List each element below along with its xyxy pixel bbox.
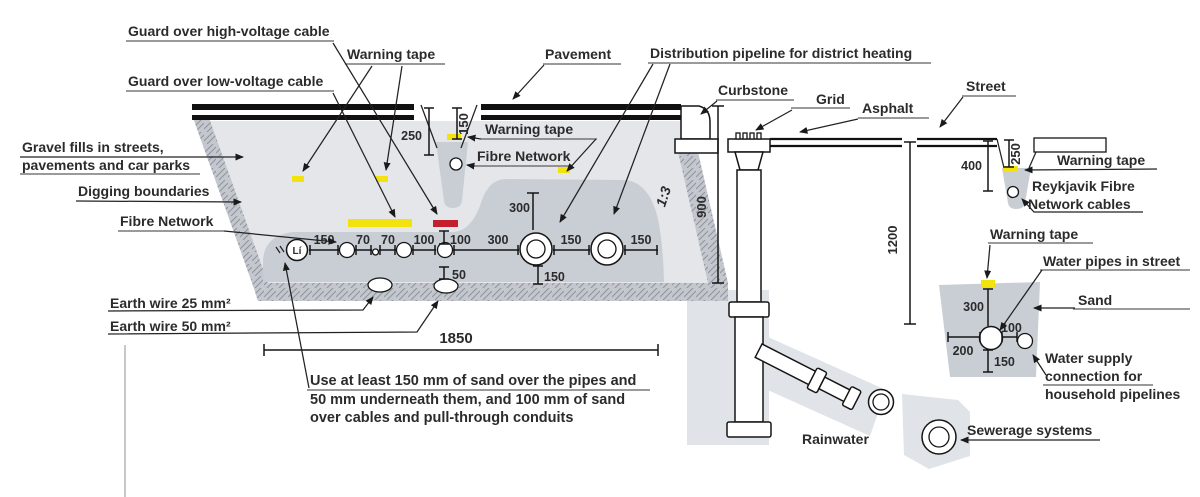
sand-bed bbox=[263, 179, 664, 282]
label-asphalt: Asphalt bbox=[862, 100, 914, 116]
slope-ratio: 1:3 bbox=[653, 184, 675, 208]
label-distribution-pipeline: Distribution pipeline for district heati… bbox=[650, 45, 912, 61]
digging-boundary-bottom bbox=[252, 283, 728, 301]
dim-300-above: 300 bbox=[509, 201, 530, 215]
label-sand-note-3: over cables and pull-through conduits bbox=[310, 410, 573, 426]
label-warning-tape-mid: Warning tape bbox=[485, 121, 573, 137]
dim-150-below: 150 bbox=[544, 270, 565, 284]
label-warning-tape-water: Warning tape bbox=[990, 226, 1078, 242]
cable-guards-and-tapes bbox=[292, 167, 570, 227]
dim-150-right: 150 bbox=[631, 233, 652, 247]
warning-tape-strip bbox=[558, 167, 570, 173]
warning-tape-strip bbox=[447, 134, 461, 140]
label-grid: Grid bbox=[816, 91, 845, 107]
label-water-pipes-street: Water pipes in street bbox=[1043, 253, 1181, 269]
warning-tape-strip bbox=[1004, 166, 1018, 172]
asphalt-surface bbox=[770, 137, 997, 148]
dim-150-rotated: 150 bbox=[456, 113, 471, 135]
water-pipe bbox=[978, 325, 1004, 351]
label-water-supply-2: connection for bbox=[1045, 368, 1143, 384]
warning-tape-strip bbox=[376, 176, 388, 182]
label-sewerage-systems: Sewerage systems bbox=[967, 422, 1093, 438]
label-reykjavik-fibre-2: Network cables bbox=[1028, 196, 1131, 212]
high-voltage-guard bbox=[433, 220, 458, 227]
dim-300-left: 300 bbox=[488, 233, 509, 247]
sewer-pipe-inner bbox=[928, 426, 950, 448]
fibre-duct-li bbox=[285, 238, 309, 262]
dim-150-gap: 150 bbox=[561, 233, 582, 247]
rainwater-pipe-end-inner bbox=[872, 393, 890, 411]
curbstone bbox=[674, 105, 719, 154]
warning-tape-strip bbox=[981, 280, 995, 287]
label-earth-wire-50: Earth wire 50 mm² bbox=[110, 318, 231, 334]
cable bbox=[395, 241, 413, 259]
dim-250-pavement: 250 bbox=[401, 129, 422, 143]
label-street: Street bbox=[966, 78, 1006, 94]
label-sand: Sand bbox=[1078, 292, 1112, 308]
cable-small bbox=[371, 248, 380, 256]
label-reykjavik-fibre-1: Reykjavik Fibre bbox=[1032, 178, 1135, 194]
household-connection-pipe bbox=[1016, 332, 1034, 350]
label-water-supply-3: household pipelines bbox=[1045, 386, 1181, 402]
fibre-cable bbox=[1006, 185, 1020, 199]
fibre-conduit bbox=[449, 157, 463, 171]
label-warning-tape-top: Warning tape bbox=[347, 46, 435, 62]
dim-250-street: 250 bbox=[1008, 143, 1023, 165]
label-curbstone: Curbstone bbox=[718, 82, 788, 98]
dim-400: 400 bbox=[961, 159, 982, 173]
page-edge-line bbox=[124, 345, 126, 497]
low-voltage-guard bbox=[348, 219, 412, 227]
cable bbox=[338, 241, 356, 259]
label-sand-note-2: 50 mm underneath them, and 100 mm of san… bbox=[310, 392, 625, 408]
cable-row: Lí bbox=[275, 238, 459, 294]
label-gravel-fills-1: Gravel fills in streets, bbox=[22, 139, 164, 155]
label-sand-note-1: Use at least 150 mm of sand over the pip… bbox=[310, 373, 636, 389]
dim-50: 50 bbox=[452, 268, 466, 282]
warning-tape-strip bbox=[292, 176, 304, 182]
leader-lines bbox=[20, 40, 1190, 444]
dim-150-water: 150 bbox=[994, 355, 1015, 369]
label-guard-high-voltage: Guard over high-voltage cable bbox=[128, 23, 330, 39]
dim-1850: 1850 bbox=[439, 330, 472, 347]
dim-200-water: 200 bbox=[953, 344, 974, 358]
label-gravel-fills-2: pavements and car parks bbox=[22, 157, 190, 173]
label-fibre-network-mid: Fibre Network bbox=[477, 148, 571, 164]
label-guard-low-voltage: Guard over low-voltage cable bbox=[128, 73, 323, 89]
label-pavement: Pavement bbox=[545, 46, 611, 62]
li-marker-text: Lí bbox=[293, 246, 303, 257]
cable bbox=[436, 241, 454, 259]
label-rainwater: Rainwater bbox=[802, 431, 869, 447]
label-water-supply-1: Water supply bbox=[1045, 350, 1133, 366]
district-heating-pipes bbox=[519, 232, 624, 266]
dimension-lines bbox=[263, 105, 1018, 373]
dimension-texts: 150 70 70 100 100 50 300 300 150 150 150… bbox=[314, 113, 1023, 369]
dim-1200: 1200 bbox=[885, 226, 900, 255]
rainwater-drain bbox=[726, 151, 772, 438]
asphalt-layer-right bbox=[1033, 137, 1107, 153]
label-warning-tape-right: Warning tape bbox=[1057, 152, 1145, 168]
dim-100-vert: 100 bbox=[450, 233, 471, 247]
rainwater-outlet-pipe bbox=[754, 342, 862, 411]
label-fibre-network-left: Fibre Network bbox=[120, 213, 214, 229]
dim-900: 900 bbox=[694, 196, 709, 218]
digging-boundary-right bbox=[678, 152, 728, 283]
labels: Guard over high-voltage cable Warning ta… bbox=[22, 23, 1181, 447]
dim-100: 100 bbox=[414, 233, 435, 247]
label-earth-wire-25: Earth wire 25 mm² bbox=[110, 295, 231, 311]
pavement-surface bbox=[192, 104, 681, 120]
grid bbox=[727, 132, 771, 153]
dim-300-water: 300 bbox=[963, 300, 984, 314]
label-digging-boundaries: Digging boundaries bbox=[78, 183, 210, 199]
dim-70b: 70 bbox=[381, 233, 395, 247]
dim-70a: 70 bbox=[356, 233, 370, 247]
earth-wire-25 bbox=[367, 277, 393, 293]
